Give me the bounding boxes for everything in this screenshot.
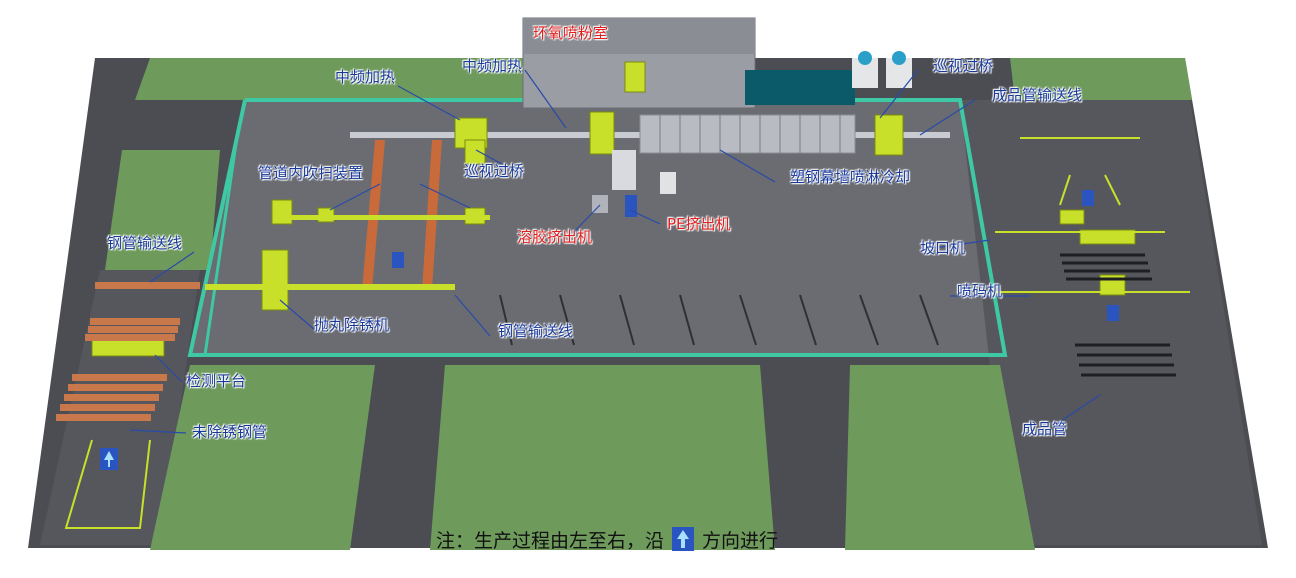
pe-extruder-body	[612, 150, 636, 190]
label-mid-freq-heat-1: 中频加热	[335, 68, 396, 86]
label-epoxy-room: 环氧喷粉室	[533, 24, 609, 42]
back-lawn	[135, 58, 525, 100]
label-mid-freq-heat-2: 中频加热	[462, 57, 523, 75]
label-finished-pipe: 成品管	[1022, 420, 1068, 438]
note-prefix: 注：生产过程由左至右，沿	[436, 529, 665, 552]
label-inspection-bridge-top: 巡视过桥	[933, 57, 994, 75]
note-suffix: 方向进行	[702, 529, 779, 552]
bottom-lawn-2	[430, 365, 775, 550]
label-pe-extruder: PE挤出机	[667, 215, 731, 233]
bridge-top	[874, 114, 904, 156]
label-finished-conveyor: 成品管输送线	[992, 86, 1083, 104]
pe-extruder-hopper	[625, 195, 637, 217]
workshop-floor	[190, 100, 1010, 355]
cooling-water-tank	[745, 70, 855, 105]
bottom-lawn-1	[150, 365, 375, 550]
label-unrusted-pipe: 未除锈钢管	[192, 423, 268, 441]
epoxy-room-roof	[523, 18, 755, 54]
label-adhesive-extruder: 溶胶挤出机	[517, 228, 593, 246]
finished-area-floor	[960, 100, 1262, 545]
label-curtain-cooling: 塑钢幕墙喷淋冷却	[790, 168, 911, 186]
flow-arrow-icon	[672, 527, 695, 551]
label-shot-blasting: 抛丸除锈机	[314, 316, 390, 334]
inner-wall	[203, 129, 240, 356]
flow-arrow-box-mid	[392, 252, 404, 268]
fence-posts	[499, 294, 939, 346]
blow-conveyor	[285, 215, 490, 220]
label-inspection-bridge-mid: 巡视过桥	[464, 162, 525, 180]
raw-track	[64, 439, 151, 529]
bridge-mid	[464, 139, 486, 165]
label-pipe-blow-device: 管道内吹扫装置	[258, 164, 364, 182]
label-inspection-platform: 检测平台	[186, 372, 247, 390]
blow-device	[271, 199, 293, 225]
epoxy-sprayer	[624, 61, 646, 93]
control-cabinet	[660, 172, 676, 194]
flow-arrow-box-right-1	[1082, 190, 1094, 206]
raw-pipe-stacks	[56, 282, 200, 421]
bevel-2	[1079, 229, 1136, 245]
cooling-tunnel-ribs	[659, 115, 841, 153]
shot-blaster	[261, 249, 289, 311]
cooling-fan-1	[858, 51, 872, 65]
left-lawn	[105, 150, 220, 270]
bevel-1	[1059, 209, 1085, 225]
bottom-lawn-3	[845, 365, 1035, 550]
flow-direction-note: 注：生产过程由左至右，沿 方向进行	[436, 526, 778, 552]
bottom-conveyor	[205, 284, 455, 290]
finished-pipes	[1060, 253, 1176, 377]
flow-arrow-left	[104, 451, 114, 467]
cooling-fan-2	[892, 51, 906, 65]
label-steel-conveyor-bottom: 钢管输送线	[498, 322, 574, 340]
mid-freq-heater-2	[589, 111, 615, 155]
label-marking: 喷码机	[957, 282, 1003, 300]
flow-arrow-box-right-2	[1107, 305, 1119, 321]
leader-lines	[129, 69, 1101, 434]
cooling-tunnel	[639, 114, 856, 154]
label-steel-conveyor-left: 钢管输送线	[107, 234, 183, 252]
inspection-platform	[91, 339, 165, 357]
back-lawn-right	[1010, 58, 1192, 100]
label-beveling-machine: 坡口机	[920, 239, 966, 257]
finished-pipe-rails	[990, 137, 1190, 293]
